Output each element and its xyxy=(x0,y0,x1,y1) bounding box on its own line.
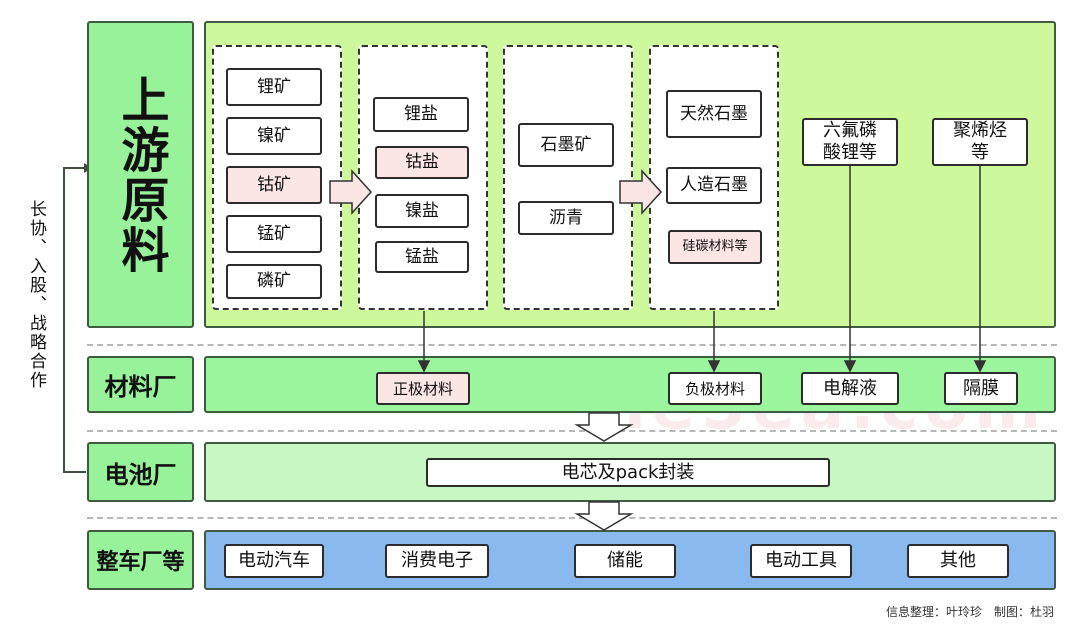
mineral-box: 钴矿 xyxy=(226,166,322,204)
row-label-battery-text: 电池厂 xyxy=(104,460,177,489)
graphite-ore-box: 石墨矿 xyxy=(518,123,614,167)
separator xyxy=(87,430,1057,432)
cathode-box: 正极材料 xyxy=(376,372,470,405)
mineral-box: 磷矿 xyxy=(226,264,322,299)
graphite-box: 人造石墨 xyxy=(666,167,762,204)
separator xyxy=(87,344,1057,346)
down-arrow-icon xyxy=(574,501,634,531)
material-panel xyxy=(204,356,1056,413)
graphite-ore-group xyxy=(503,45,633,310)
graphite-box: 硅碳材料等 xyxy=(668,230,762,264)
vehicle-box: 储能 xyxy=(574,544,676,578)
graphite-ore-box: 沥青 xyxy=(518,201,614,235)
anode-box: 负极材料 xyxy=(668,372,762,405)
salt-box: 锰盐 xyxy=(375,241,469,273)
vehicle-box: 其他 xyxy=(907,544,1009,578)
separator xyxy=(87,517,1057,519)
salt-box: 锂盐 xyxy=(373,97,469,132)
mineral-box: 锂矿 xyxy=(226,68,322,106)
electrolyte-salt-box: 六氟磷 酸锂等 xyxy=(802,118,898,166)
side-note: 长协、入股、战略合作 xyxy=(26,200,46,390)
separator-material-box: 聚烯烃 等 xyxy=(932,118,1028,166)
right-arrow-icon xyxy=(329,169,373,215)
row-label-vehicle: 整车厂等 xyxy=(87,530,194,590)
graphite-box: 天然石墨 xyxy=(666,90,762,138)
row-label-battery: 电池厂 xyxy=(87,442,194,502)
row-label-material: 材料厂 xyxy=(87,356,194,413)
mineral-box: 锰矿 xyxy=(226,215,322,253)
vehicle-box: 电动工具 xyxy=(750,544,852,578)
vehicle-box: 消费电子 xyxy=(385,544,489,578)
row-label-upstream-text: 上游原料 xyxy=(112,74,169,275)
right-arrow-icon xyxy=(619,169,663,215)
separator-box: 隔膜 xyxy=(944,372,1018,405)
cell-pack-box: 电芯及pack封装 xyxy=(426,458,830,487)
row-label-vehicle-text: 整车厂等 xyxy=(96,550,185,575)
electrolyte-box: 电解液 xyxy=(801,372,899,405)
salt-box: 镍盐 xyxy=(375,194,469,228)
mineral-box: 镍矿 xyxy=(226,117,322,155)
down-arrow-icon xyxy=(574,412,634,442)
row-label-upstream: 上游原料 xyxy=(87,21,194,328)
vehicle-box: 电动汽车 xyxy=(224,544,324,578)
row-label-material-text: 材料厂 xyxy=(104,373,177,401)
credit-text: 信息整理：叶玲珍 制图：杜羽 xyxy=(885,605,1054,619)
salt-box: 钴盐 xyxy=(375,146,469,179)
